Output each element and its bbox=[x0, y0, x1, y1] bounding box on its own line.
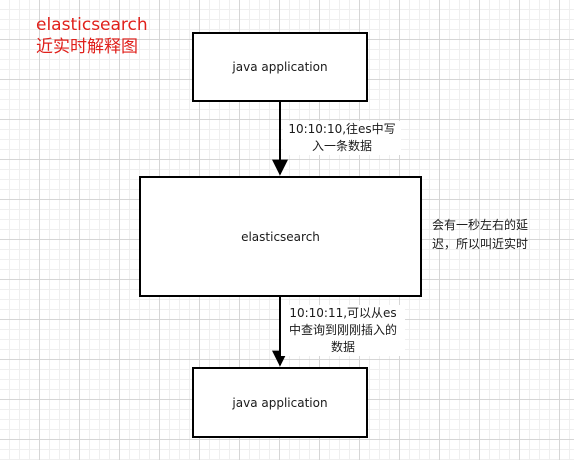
java-application-node-bottom[interactable]: java application bbox=[192, 367, 368, 438]
node-label-top: java application bbox=[232, 60, 328, 74]
node-label-bottom: java application bbox=[232, 395, 328, 410]
write-edge-label: 10:10:10,往es中写 入一条数据 bbox=[283, 121, 401, 155]
latency-note: 会有一秒左右的延 迟，所以叫近实时 bbox=[432, 218, 529, 251]
node-label-middle: elasticsearch bbox=[241, 229, 320, 244]
title-line-1: elasticsearch bbox=[36, 15, 148, 35]
java-application-node-top[interactable]: java application bbox=[192, 32, 368, 102]
diagram-title: elasticsearch 近实时解释图 bbox=[36, 14, 148, 58]
title-line-2: 近实时解释图 bbox=[36, 37, 138, 57]
query-edge-label: 10:10:11,可以从es 中查询到刚刚插入的 数据 bbox=[281, 305, 405, 356]
elasticsearch-node[interactable]: elasticsearch bbox=[139, 176, 422, 297]
